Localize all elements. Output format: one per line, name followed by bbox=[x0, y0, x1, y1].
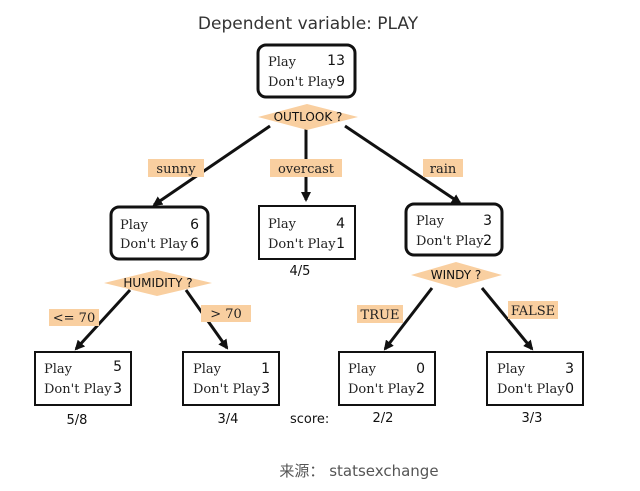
diagram-title: Dependent variable: PLAY bbox=[198, 14, 419, 34]
node-dont-label: Don't Play bbox=[268, 237, 336, 252]
tree-node-gt70: Play 1 Don't Play 3 bbox=[182, 351, 280, 406]
node-dont-count: 3 bbox=[113, 381, 122, 397]
node-box bbox=[486, 351, 584, 406]
node-dont-label: Don't Play bbox=[44, 382, 112, 397]
edge-arrow-true bbox=[383, 287, 434, 351]
node-box bbox=[256, 43, 357, 99]
edge-label-text: sunny bbox=[156, 162, 196, 177]
edge-label-text: TRUE bbox=[361, 308, 400, 323]
edge-label-le70: <= 70 bbox=[49, 309, 99, 326]
node-dont-label: Don't Play bbox=[268, 75, 336, 90]
node-play-label: Play bbox=[348, 362, 377, 377]
edge-label-text: <= 70 bbox=[53, 311, 95, 326]
score-le70: 5/8 bbox=[67, 413, 88, 428]
node-dont-label: Don't Play bbox=[348, 382, 416, 397]
edge-label-bg bbox=[148, 159, 204, 177]
node-play-label: Play bbox=[268, 55, 297, 70]
score-true: 2/2 bbox=[373, 411, 394, 426]
edge-arrow-le70 bbox=[74, 288, 132, 351]
node-play-count: 0 bbox=[416, 361, 425, 377]
split-diamond bbox=[258, 104, 358, 130]
score-label: score: bbox=[290, 412, 329, 427]
node-box bbox=[34, 351, 132, 406]
node-dont-label: Don't Play bbox=[120, 237, 188, 252]
node-play-label: Play bbox=[193, 362, 222, 377]
tree-node-root: Play 13 Don't Play 9 bbox=[256, 43, 357, 99]
node-dont-count: 9 bbox=[336, 74, 345, 90]
node-play-count: 6 bbox=[190, 217, 199, 233]
node-play-label: Play bbox=[416, 214, 445, 229]
tree-node-false: Play 3 Don't Play 0 bbox=[486, 351, 584, 406]
split-humidity: HUMIDITY ? bbox=[104, 270, 212, 296]
edge-label-bg bbox=[201, 305, 251, 322]
split-outlook: OUTLOOK ? bbox=[258, 104, 358, 130]
edge-label-gt70: > 70 bbox=[201, 305, 251, 322]
split-diamond bbox=[411, 262, 502, 288]
edge-label-text: overcast bbox=[278, 162, 335, 177]
node-box bbox=[338, 351, 436, 406]
edge-label-text: > 70 bbox=[210, 307, 242, 322]
node-play-count: 3 bbox=[483, 213, 492, 229]
node-play-label: Play bbox=[497, 362, 526, 377]
node-dont-label: Don't Play bbox=[497, 382, 565, 397]
edge-label-text: rain bbox=[430, 162, 457, 177]
edge-label-bg bbox=[49, 309, 99, 326]
split-windy: WINDY ? bbox=[411, 262, 502, 288]
edge-label-false: FALSE bbox=[508, 301, 558, 319]
node-box bbox=[109, 205, 210, 261]
tree-node-true: Play 0 Don't Play 2 bbox=[338, 351, 436, 406]
node-dont-count: 2 bbox=[483, 233, 492, 249]
edge-label-overcast: overcast bbox=[270, 159, 342, 177]
node-play-label: Play bbox=[268, 217, 297, 232]
node-play-count: 4 bbox=[336, 216, 345, 232]
edge-label-bg bbox=[508, 301, 558, 319]
node-play-label: Play bbox=[120, 218, 149, 233]
tree-node-rain: Play 3 Don't Play 2 bbox=[404, 202, 504, 257]
node-box bbox=[404, 202, 504, 257]
edge-label-text: FALSE bbox=[511, 304, 555, 319]
node-box bbox=[258, 205, 356, 260]
split-diamond bbox=[104, 270, 212, 296]
edge-arrow-false bbox=[480, 287, 534, 351]
node-play-label: Play bbox=[44, 362, 73, 377]
node-dont-label: Don't Play bbox=[416, 234, 484, 249]
score-gt70: 3/4 bbox=[218, 412, 239, 427]
edge-label-true: TRUE bbox=[357, 305, 403, 323]
edge-arrow-sunny bbox=[152, 124, 271, 207]
tree-node-overcast: Play 4 Don't Play 1 bbox=[258, 205, 356, 260]
edge-label-bg bbox=[357, 305, 403, 323]
edge-label-bg bbox=[270, 159, 342, 177]
edge-label-bg bbox=[423, 159, 463, 177]
node-play-count: 13 bbox=[327, 53, 345, 69]
edge-label-rain: rain bbox=[423, 159, 463, 177]
node-box bbox=[182, 351, 280, 406]
edge-arrow-rain bbox=[344, 124, 462, 205]
source-caption: 来源： statsexchange bbox=[279, 462, 438, 480]
score-overcast: 4/5 bbox=[290, 264, 311, 279]
node-dont-count: 0 bbox=[565, 381, 574, 397]
split-label: WINDY ? bbox=[431, 268, 481, 282]
node-play-count: 5 bbox=[113, 359, 122, 375]
edge-label-sunny: sunny bbox=[148, 159, 204, 177]
node-play-count: 1 bbox=[261, 361, 270, 377]
tree-node-sunny: Play 6 Don't Play 6 bbox=[109, 205, 210, 261]
score-false: 3/3 bbox=[522, 411, 543, 426]
node-dont-count: 3 bbox=[261, 381, 270, 397]
node-dont-count: 6 bbox=[190, 236, 199, 252]
split-label: OUTLOOK ? bbox=[274, 110, 343, 124]
node-play-count: 3 bbox=[565, 361, 574, 377]
node-dont-count: 1 bbox=[336, 236, 345, 252]
node-dont-count: 2 bbox=[416, 381, 425, 397]
tree-node-le70: Play 5 Don't Play 3 bbox=[34, 351, 132, 406]
node-dont-label: Don't Play bbox=[193, 382, 261, 397]
split-label: HUMIDITY ? bbox=[123, 276, 192, 290]
